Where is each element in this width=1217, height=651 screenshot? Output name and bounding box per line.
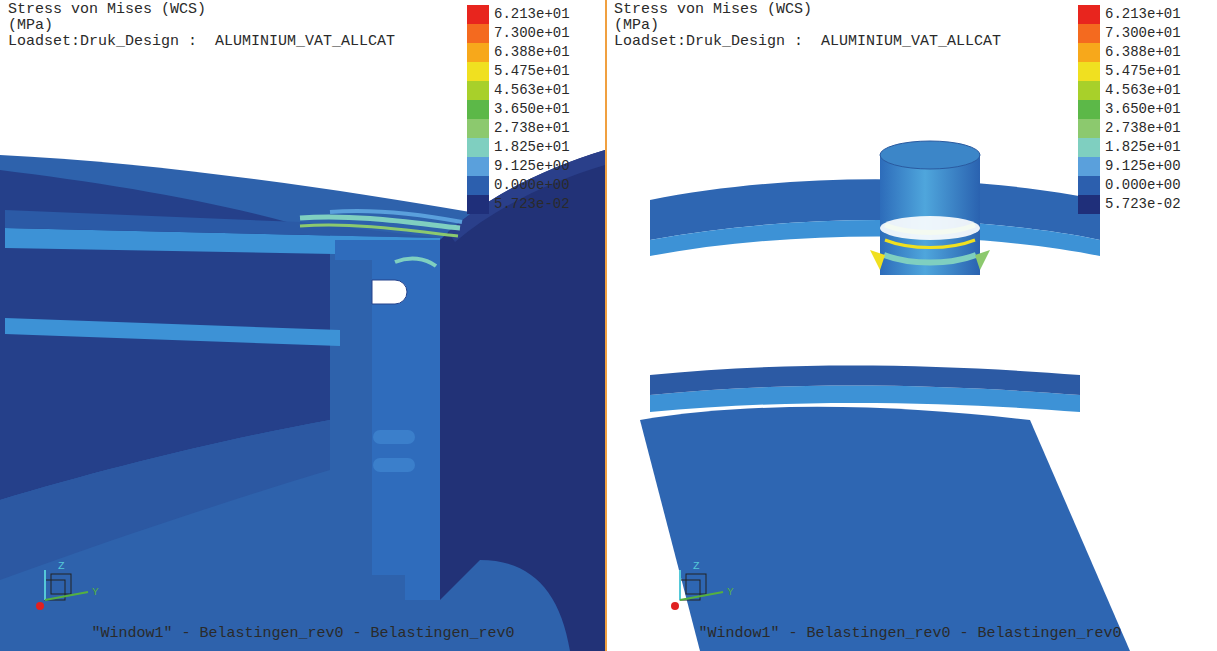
legend-swatch (1078, 119, 1100, 138)
legend-swatch (467, 195, 489, 214)
legend-swatch (1078, 176, 1100, 195)
legend-value: 5.723e-02 (1105, 196, 1181, 212)
legend-value: 5.723e-02 (494, 196, 570, 212)
legend-value: 7.300e+01 (494, 25, 570, 41)
axis-triad (36, 570, 723, 610)
legend-value: 1.825e+01 (494, 139, 570, 155)
legend-swatch (1078, 62, 1100, 81)
legend-value: 5.475e+01 (494, 63, 570, 79)
legend-swatch (1078, 5, 1100, 24)
flange-model (0, 150, 605, 651)
legend-value: 6.388e+01 (1105, 44, 1181, 60)
legend-swatch (467, 157, 489, 176)
legend-swatch (1078, 81, 1100, 100)
legend-value: 0.000e+00 (1105, 177, 1181, 193)
legend-value: 9.125e+00 (494, 158, 570, 174)
loadset-label: Loadset:Druk_Design : ALUMINIUM_VAT_ALLC… (8, 34, 395, 50)
legend-value: 9.125e+00 (1105, 158, 1181, 174)
window-label: "Window1" - Belastingen_rev0 - Belasting… (91, 626, 514, 642)
legend-swatch (1078, 195, 1100, 214)
legend-swatch (467, 24, 489, 43)
loadset-label: Loadset:Druk_Design : ALUMINIUM_VAT_ALLC… (614, 34, 1001, 50)
legend-swatch (467, 176, 489, 195)
legend-value: 3.650e+01 (494, 101, 570, 117)
legend-swatch (467, 43, 489, 62)
legend-swatch (467, 100, 489, 119)
legend-value: 0.000e+00 (494, 177, 570, 193)
window-label: "Window1" - Belastingen_rev0 - Belasting… (698, 626, 1121, 642)
legend-value: 3.650e+01 (1105, 101, 1181, 117)
legend-value: 4.563e+01 (494, 82, 570, 98)
plot-title: Stress von Mises (WCS) (614, 2, 812, 18)
legend-swatch (1078, 138, 1100, 157)
panel-divider (605, 0, 607, 651)
legend-value: 4.563e+01 (1105, 82, 1181, 98)
legend-value: 6.213e+01 (1105, 6, 1181, 22)
legend-swatch (467, 62, 489, 81)
unit-label: (MPa) (614, 18, 659, 34)
legend-value: 6.213e+01 (494, 6, 570, 22)
legend-value: 7.300e+01 (1105, 25, 1181, 41)
axis-label: Y (92, 586, 99, 598)
legend-value: 1.825e+01 (1105, 139, 1181, 155)
legend-swatch (1078, 43, 1100, 62)
legend-swatch (467, 138, 489, 157)
unit-label: (MPa) (8, 18, 53, 34)
legend-swatch (467, 5, 489, 24)
legend-value: 2.738e+01 (1105, 120, 1181, 136)
legend-swatch (467, 81, 489, 100)
axis-label: Y (727, 586, 734, 598)
legend-value: 2.738e+01 (494, 120, 570, 136)
nozzle-model (640, 141, 1130, 651)
legend-swatch (1078, 100, 1100, 119)
axis-label: Z (693, 560, 700, 572)
legend-swatch (467, 119, 489, 138)
legend-swatch (1078, 157, 1100, 176)
legend-value: 5.475e+01 (1105, 63, 1181, 79)
axis-label: Z (58, 560, 65, 572)
legend-swatch (1078, 24, 1100, 43)
plot-title: Stress von Mises (WCS) (8, 2, 206, 18)
legend-value: 6.388e+01 (494, 44, 570, 60)
